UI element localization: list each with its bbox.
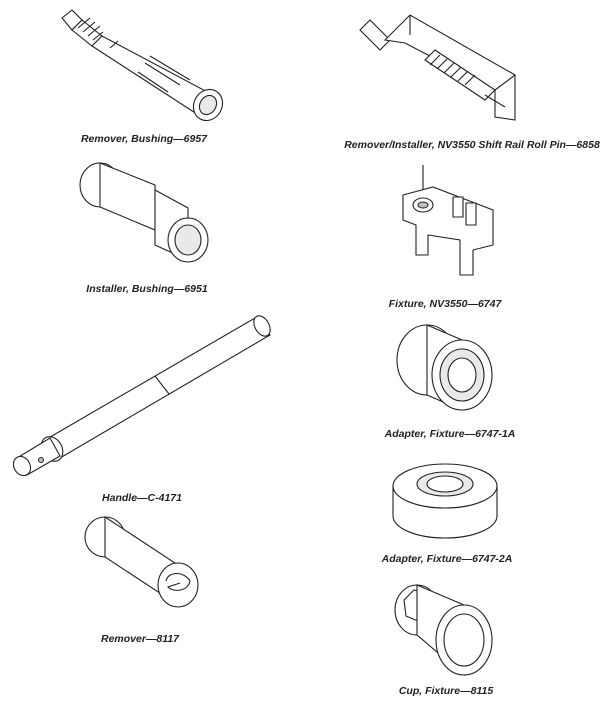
- tool-label: Cup, Fixture—8115: [398, 685, 494, 697]
- tool-label: Adapter, Fixture—6747-1A: [384, 428, 516, 440]
- tool-label: Adapter, Fixture—6747-2A: [381, 553, 513, 565]
- adapter-fixture-1a-icon: [392, 320, 502, 420]
- tool-label: Remover, Bushing—6957: [80, 133, 208, 145]
- adapter-fixture-2a-icon: [385, 458, 505, 546]
- fixture-nv3550-icon: [398, 165, 503, 285]
- remover-bushing-icon: [50, 8, 240, 123]
- installer-bushing-icon: [70, 160, 220, 270]
- remover-installer-pin-icon: [355, 5, 530, 125]
- tool-label: Remover/Installer, NV3550 Shift Rail Rol…: [344, 139, 600, 151]
- cup-fixture-icon: [392, 580, 502, 680]
- tool-label: Installer, Bushing—6951: [86, 283, 208, 295]
- handle-icon: [5, 310, 285, 480]
- tool-label: Handle—C-4171: [102, 492, 182, 504]
- tool-label: Remover—8117: [100, 633, 180, 645]
- remover-icon: [80, 515, 220, 620]
- tool-label: Fixture, NV3550—6747: [388, 298, 502, 310]
